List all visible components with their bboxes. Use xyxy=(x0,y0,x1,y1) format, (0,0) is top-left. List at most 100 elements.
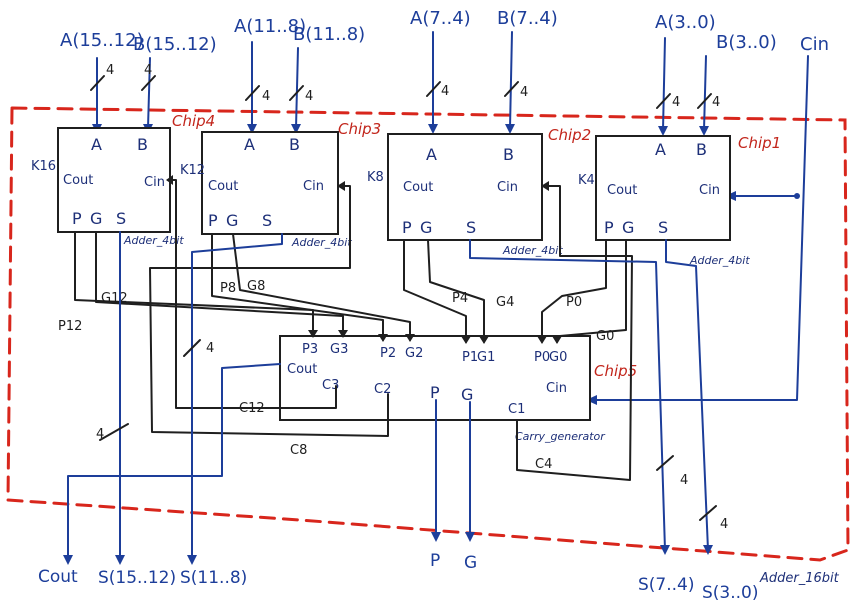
chip2-type: Adder_4bit xyxy=(502,244,563,257)
svg-text:C1: C1 xyxy=(508,402,525,417)
svg-text:Cin: Cin xyxy=(144,175,165,190)
adder-chip1: A B Cout Cin P G S Chip1 Adder_4bit K4 xyxy=(578,134,781,267)
svg-text:P2: P2 xyxy=(380,346,396,361)
chip4-label: Chip4 xyxy=(172,112,215,130)
propagate-generate-wires xyxy=(74,231,627,344)
svg-text:Cin: Cin xyxy=(546,381,567,396)
svg-text:4: 4 xyxy=(720,517,728,532)
adder-chip4: A B Cout Cin P G S Chip4 Adder_4bit K16 xyxy=(31,112,215,247)
svg-text:4: 4 xyxy=(206,341,214,356)
svg-text:4: 4 xyxy=(441,84,449,99)
svg-text:4: 4 xyxy=(520,85,528,100)
svg-text:Cout: Cout xyxy=(607,183,637,198)
svg-text:G1: G1 xyxy=(477,350,495,365)
signal-c8: C8 xyxy=(290,443,307,458)
input-b-3-0-label: B(3..0) xyxy=(716,32,777,53)
signal-p0: P0 xyxy=(566,295,582,310)
input-a-11-8-label: A(11..8) xyxy=(234,16,306,37)
signal-g12: G12 xyxy=(101,291,128,306)
svg-text:G0: G0 xyxy=(549,350,567,365)
input-b-15-12-label: B(15..12) xyxy=(133,34,217,55)
signal-g0: G0 xyxy=(596,329,614,344)
svg-text:B: B xyxy=(289,135,300,154)
svg-text:P3: P3 xyxy=(302,342,318,357)
input-bus-width-marks: 4 4 4 4 4 4 4 4 xyxy=(90,63,720,110)
svg-text:4: 4 xyxy=(262,89,270,104)
svg-text:G: G xyxy=(90,209,102,228)
output-wires xyxy=(63,231,713,565)
svg-text:4: 4 xyxy=(144,63,152,78)
svg-text:S: S xyxy=(466,218,476,237)
svg-text:G3: G3 xyxy=(330,342,348,357)
adder-16bit-boundary xyxy=(6,106,850,562)
carry-wires xyxy=(149,175,633,481)
adder-16bit-label: Adder_16bit xyxy=(759,571,840,586)
svg-text:A: A xyxy=(91,135,102,154)
output-s-15-12-label: S(15..12) xyxy=(98,568,176,588)
svg-text:P: P xyxy=(402,218,412,237)
svg-text:Cout: Cout xyxy=(63,173,93,188)
output-bus-width-marks: 4 4 4 4 xyxy=(96,339,728,532)
chip2-label: Chip2 xyxy=(548,126,591,144)
svg-text:B: B xyxy=(503,145,514,164)
signal-p4: P4 xyxy=(452,291,468,306)
output-g-label: G xyxy=(464,553,477,573)
svg-text:Cin: Cin xyxy=(303,179,324,194)
input-b-7-4-label: B(7..4) xyxy=(497,8,558,29)
adder-chip3: A B Cout Cin P G S Chip3 Adder_4bit K12 xyxy=(180,120,381,249)
svg-text:4: 4 xyxy=(680,473,688,488)
svg-text:S: S xyxy=(658,218,668,237)
svg-text:P: P xyxy=(430,383,440,402)
input-b-11-8-label: B(11..8) xyxy=(293,24,365,45)
svg-text:4: 4 xyxy=(712,95,720,110)
chip5-label: Chip5 xyxy=(594,362,637,380)
input-a-3-0-label: A(3..0) xyxy=(655,12,716,33)
svg-text:K16: K16 xyxy=(31,159,56,174)
chip1-label: Chip1 xyxy=(738,134,781,152)
signal-p8: P8 xyxy=(220,281,236,296)
svg-text:P: P xyxy=(208,211,218,230)
svg-text:4: 4 xyxy=(305,89,313,104)
output-s-3-0-label: S(3..0) xyxy=(702,583,759,603)
signal-g8: G8 xyxy=(247,279,265,294)
svg-text:P0: P0 xyxy=(534,350,550,365)
svg-text:Cout: Cout xyxy=(287,362,317,377)
svg-text:P1: P1 xyxy=(462,350,478,365)
svg-text:A: A xyxy=(244,135,255,154)
svg-text:B: B xyxy=(137,135,148,154)
svg-text:C2: C2 xyxy=(374,382,391,397)
output-cout-label: Cout xyxy=(38,567,78,587)
chip3-label: Chip3 xyxy=(338,120,381,138)
svg-text:4: 4 xyxy=(96,427,104,442)
output-s-11-8-label: S(11..8) xyxy=(180,568,247,588)
svg-text:B: B xyxy=(696,140,707,159)
svg-text:A: A xyxy=(426,145,437,164)
svg-text:Cin: Cin xyxy=(497,180,518,195)
svg-text:S: S xyxy=(262,211,272,230)
svg-text:G: G xyxy=(226,211,238,230)
svg-text:S: S xyxy=(116,209,126,228)
output-p-label: P xyxy=(430,551,440,571)
input-cin-label: Cin xyxy=(800,34,829,55)
signal-p12: P12 xyxy=(58,319,82,334)
signal-c12: C12 xyxy=(239,401,265,416)
input-a-7-4-label: A(7..4) xyxy=(410,8,471,29)
svg-text:P: P xyxy=(604,218,614,237)
svg-text:Cout: Cout xyxy=(403,180,433,195)
svg-text:4: 4 xyxy=(672,95,680,110)
svg-text:Cin: Cin xyxy=(699,183,720,198)
svg-text:4: 4 xyxy=(106,63,114,78)
output-s-7-4-label: S(7..4) xyxy=(638,575,695,595)
svg-text:G: G xyxy=(622,218,634,237)
chip1-type: Adder_4bit xyxy=(689,254,750,267)
svg-text:A: A xyxy=(655,140,666,159)
signal-g4: G4 xyxy=(496,295,514,310)
signal-c4: C4 xyxy=(535,457,552,472)
svg-text:Cout: Cout xyxy=(208,179,238,194)
input-a-15-12-label: A(15..12) xyxy=(60,30,144,51)
carry-generator-chip5: P3 G3 P2 G2 P1 G1 P0 G0 Cout Cin C3 C2 C… xyxy=(279,335,637,443)
svg-text:G2: G2 xyxy=(405,346,423,361)
svg-text:K4: K4 xyxy=(578,173,595,188)
svg-text:G: G xyxy=(461,385,473,404)
